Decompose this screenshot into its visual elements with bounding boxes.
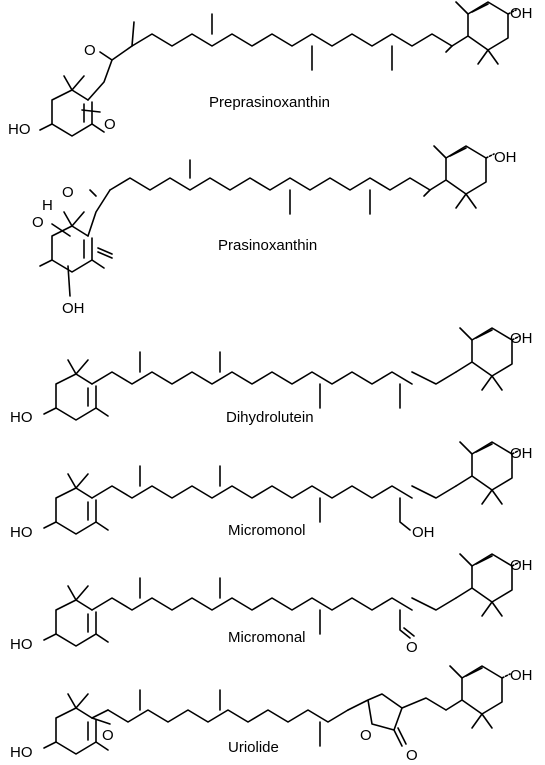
dihydrolutein-right-hydroxyl: OH (510, 330, 533, 347)
prasinoxanthin-bottom-hydroxyl: OH (62, 300, 85, 317)
prasinoxanthin-right-hydroxyl: OH (494, 149, 517, 166)
preprasinoxanthin-skeleton (39, 1, 517, 137)
micromonol-right-hydroxyl: OH (510, 445, 533, 462)
preprasinoxanthin-right-hydroxyl: OH (510, 5, 533, 22)
preprasinoxanthin-left-hydroxyl: HO (8, 121, 31, 138)
compound-micromonol: HO OH OH Micromonol (10, 441, 533, 541)
prasinoxanthin-label: Prasinoxanthin (218, 237, 317, 254)
compound-uriolide: HO O O O OH Uriolide (10, 665, 533, 764)
micromonol-left-hydroxyl: HO (10, 524, 33, 541)
micromonol-chain-hydroxyl: OH (412, 524, 435, 541)
micromonol-skeleton (43, 441, 521, 535)
dihydrolutein-skeleton (43, 327, 521, 421)
micromonal-left-hydroxyl: HO (10, 636, 33, 653)
uriolide-label: Uriolide (228, 739, 279, 756)
uriolide-lactone-carbonyl-o: O (406, 747, 418, 764)
compound-micromonal: HO O OH Micromonal (10, 553, 533, 656)
prasinoxanthin-skeleton (39, 145, 495, 297)
compound-prasinoxanthin: O O H OH OH Prasinoxanthin (32, 145, 517, 317)
uriolide-epoxide-o: O (102, 727, 114, 744)
preprasinoxanthin-label: Preprasinoxanthin (209, 94, 330, 111)
uriolide-skeleton (43, 665, 511, 755)
compound-preprasinoxanthin: O O HO OH Preprasinoxanthin (8, 1, 533, 138)
prasinoxanthin-ring-hydroxyl-o: O (32, 214, 44, 231)
micromonal-skeleton (43, 553, 521, 647)
uriolide-left-hydroxyl: HO (10, 744, 33, 761)
prasinoxanthin-carbonyl-o: O (62, 184, 74, 201)
dihydrolutein-label: Dihydrolutein (226, 409, 314, 426)
uriolide-lactone-ring-o: O (360, 727, 372, 744)
preprasinoxanthin-carbonyl-o: O (84, 42, 96, 59)
dihydrolutein-left-hydroxyl: HO (10, 409, 33, 426)
micromonol-label: Micromonol (228, 522, 306, 539)
uriolide-right-hydroxyl: OH (510, 667, 533, 684)
preprasinoxanthin-epoxide-o: O (104, 116, 116, 133)
micromonal-label: Micromonal (228, 629, 306, 646)
micromonal-right-hydroxyl: OH (510, 557, 533, 574)
micromonal-aldehyde-o: O (406, 639, 418, 656)
compound-dihydrolutein: HO OH Dihydrolutein (10, 327, 533, 426)
prasinoxanthin-ring-hydroxyl-h: H (42, 197, 53, 214)
